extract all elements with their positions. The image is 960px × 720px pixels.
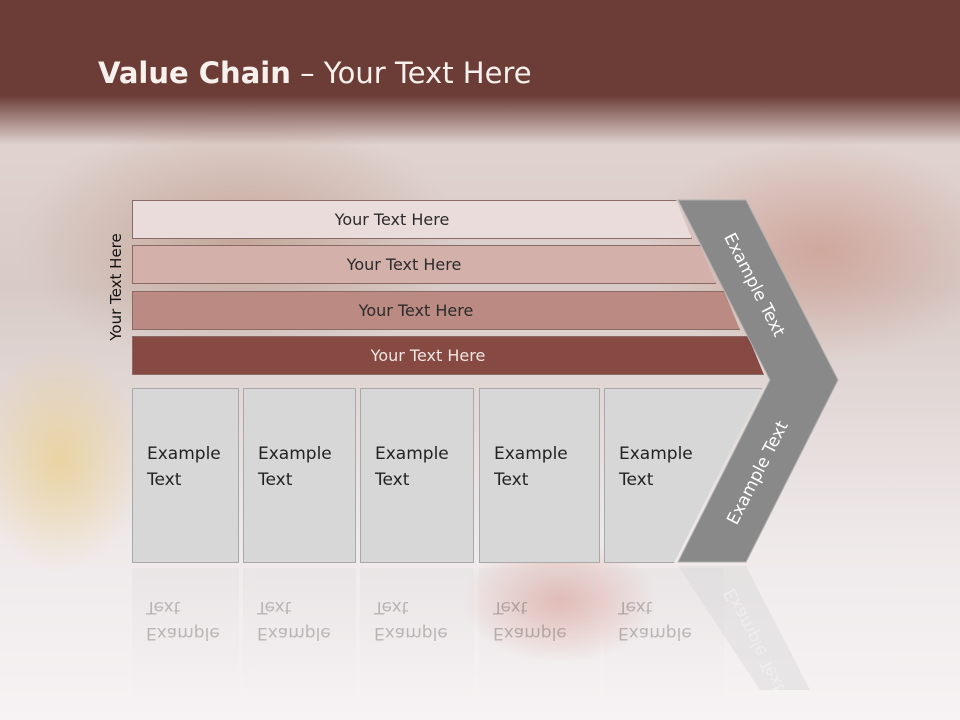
title-banner [0, 0, 960, 145]
box-5-line2: Text [619, 470, 654, 490]
bar-1-label: Your Text Here [334, 210, 450, 229]
side-label: Your Text Here [107, 233, 125, 341]
box-4-line2: Text [494, 470, 529, 490]
box-2-reflection: Example Text [243, 568, 356, 698]
box-5-reflection-line1: Example [618, 623, 692, 643]
box-3-reflection: Example Text [360, 568, 474, 698]
box-4-reflection: Example Text [479, 568, 600, 698]
box-2-reflection-line2: Text [257, 597, 292, 617]
box-5-reflection-line2: Text [618, 597, 653, 617]
box-5-reflection: Example Text [604, 568, 724, 698]
box-1-line2: Text [147, 470, 182, 490]
bar-2-label: Your Text Here [346, 255, 462, 274]
box-3-line2: Text [375, 470, 410, 490]
box-1-reflection: Example Text [132, 568, 239, 698]
box-4-line1: Example [494, 444, 568, 464]
box-2-reflection-line1: Example [257, 623, 331, 643]
bar-4-label: Your Text Here [370, 346, 486, 365]
slide-title: Value Chain – Your Text Here [98, 56, 532, 90]
bar-1: Your Text Here [132, 200, 692, 239]
box-5-line1: Example [619, 444, 693, 464]
box-3-reflection-line2: Text [374, 597, 409, 617]
title-rest: – Your Text Here [290, 56, 532, 90]
box-3-reflection-line1: Example [374, 623, 448, 643]
box-1-reflection-line2: Text [146, 597, 181, 617]
box-2-line1: Example [258, 444, 332, 464]
box-4-reflection-line1: Example [493, 623, 567, 643]
bar-4: Your Text Here [132, 336, 764, 375]
box-1-reflection-line1: Example [146, 623, 220, 643]
bar-2: Your Text Here [132, 245, 716, 284]
bar-3: Your Text Here [132, 291, 740, 330]
box-4-reflection-line2: Text [493, 597, 528, 617]
box-1-line1: Example [147, 444, 221, 464]
box-2-line2: Text [258, 470, 293, 490]
box-3-line1: Example [375, 444, 449, 464]
bar-3-label: Your Text Here [358, 301, 474, 320]
title-bold: Value Chain [98, 56, 291, 90]
